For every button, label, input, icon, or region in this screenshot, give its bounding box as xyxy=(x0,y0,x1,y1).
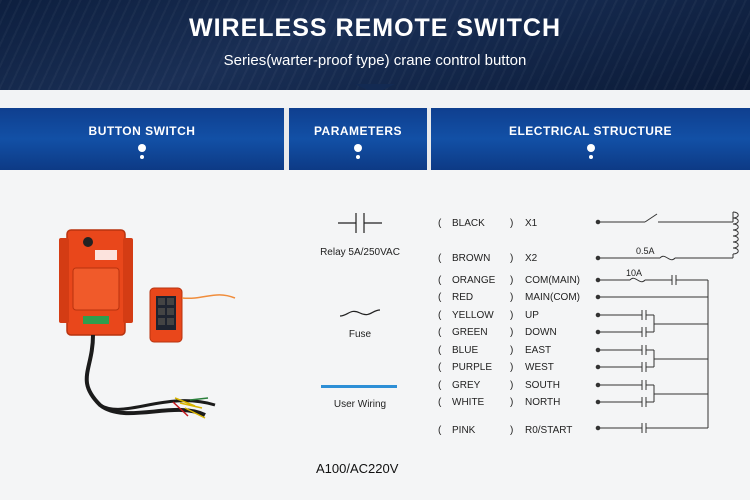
wire-color: WHITE xyxy=(452,397,485,408)
wire-row: ( BLUE ) EAST xyxy=(438,345,552,356)
column-header-button-switch: BUTTON SWITCH xyxy=(0,108,284,170)
page-subtitle: Series(warter-proof type) crane control … xyxy=(223,52,527,69)
wire-function: X1 xyxy=(525,218,538,229)
dot-icon xyxy=(588,155,593,159)
dot-icon xyxy=(138,144,146,152)
wire-function: X2 xyxy=(525,253,538,264)
wire-row: ( PINK ) R0/START xyxy=(438,425,573,436)
wire-row: ( BLACK ) X1 xyxy=(438,218,538,229)
wire-color: BLUE xyxy=(452,345,479,356)
fuse-label: Fuse xyxy=(348,329,372,340)
relay-contact-icon xyxy=(338,213,382,233)
wire-color: RED xyxy=(452,292,474,303)
page-title: WIRELESS REMOTE SWITCH xyxy=(189,14,561,42)
column-label: PARAMETERS xyxy=(313,124,403,138)
wire-function: MAIN(COM) xyxy=(525,292,580,303)
wire-row: ( GREEN ) DOWN xyxy=(438,327,557,338)
wire-function: UP xyxy=(525,310,539,321)
dot-icon xyxy=(140,155,144,159)
wire-row: ( WHITE ) NORTH xyxy=(438,397,561,408)
wire-color: ORANGE xyxy=(452,275,496,286)
dot-icon xyxy=(354,144,362,152)
wire-color: PINK xyxy=(452,425,476,436)
wire-function: R0/START xyxy=(525,425,573,436)
wire-row: ( BROWN ) X2 xyxy=(438,253,538,264)
fuse-rating-label: 0.5A xyxy=(636,246,655,256)
wire-color: GREY xyxy=(452,380,481,391)
column-header-parameters: PARAMETERS xyxy=(289,108,427,170)
wire-color: GREEN xyxy=(452,327,488,338)
main-rating-label: 10A xyxy=(626,268,643,278)
wire-function: COM(MAIN) xyxy=(525,275,580,286)
wire-row: ( RED ) MAIN(COM) xyxy=(438,292,580,303)
wire-color: PURPLE xyxy=(452,362,493,373)
user-wiring-line xyxy=(321,385,397,388)
wire-function: NORTH xyxy=(525,397,561,408)
header-banner: WIRELESS REMOTE SWITCH Series(warter-pro… xyxy=(0,0,750,90)
wire-function: EAST xyxy=(525,345,552,356)
wire-color: BLACK xyxy=(452,218,485,229)
divider-band xyxy=(0,90,750,108)
electrical-schematic xyxy=(595,211,739,433)
column-header-electrical-structure: ELECTRICAL STRUCTURE xyxy=(431,108,750,170)
wire-color: YELLOW xyxy=(452,310,494,321)
user-wiring-label: User Wiring xyxy=(333,399,387,410)
wire-row: ( PURPLE ) WEST xyxy=(438,362,554,373)
wire-color: BROWN xyxy=(452,253,491,264)
relay-label: Relay 5A/250VAC xyxy=(320,247,400,258)
dot-icon xyxy=(356,155,360,159)
content-area xyxy=(0,170,750,500)
wire-row: ( ORANGE ) COM(MAIN) xyxy=(438,275,580,286)
crane-remote-image xyxy=(59,229,236,419)
dot-icon xyxy=(586,144,595,152)
header-notch xyxy=(355,84,395,94)
wire-row: ( YELLOW ) UP xyxy=(438,310,539,321)
fuse-icon xyxy=(340,309,380,317)
wire-function: DOWN xyxy=(525,327,557,338)
wire-function: WEST xyxy=(525,362,554,373)
column-label: ELECTRICAL STRUCTURE xyxy=(508,124,673,138)
model-label: A100/AC220V xyxy=(316,461,399,476)
wire-row: ( GREY ) SOUTH xyxy=(438,380,560,391)
wire-function: SOUTH xyxy=(525,380,560,391)
column-label: BUTTON SWITCH xyxy=(88,124,196,138)
